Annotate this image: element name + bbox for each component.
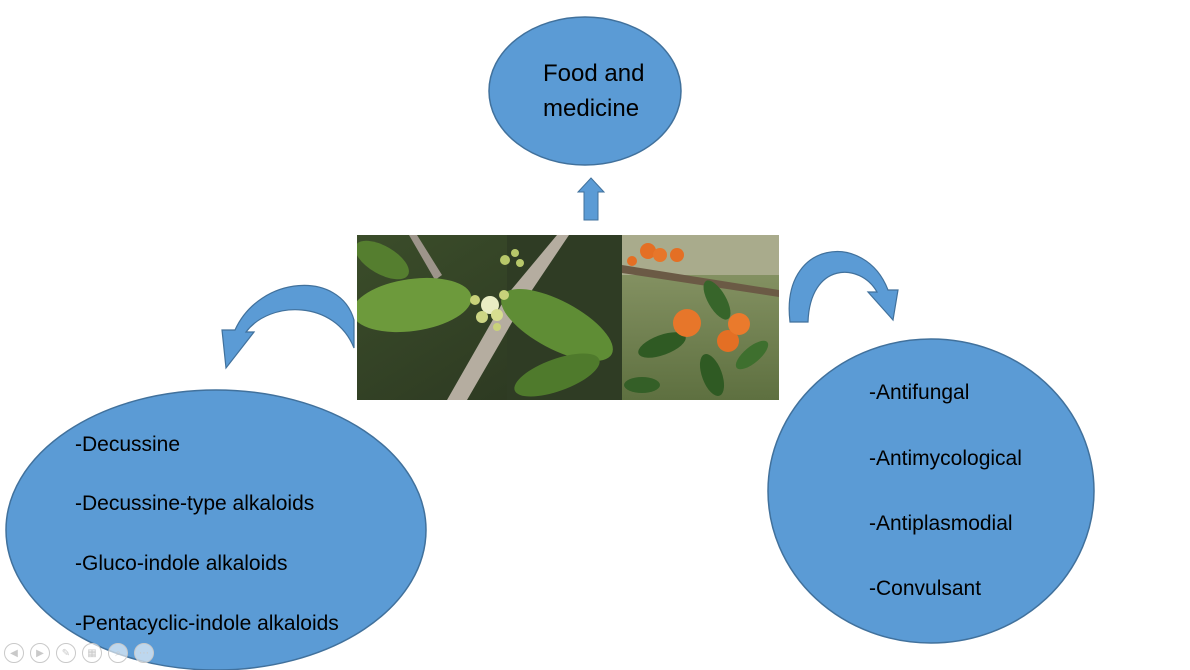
top-node-line-2: medicine — [543, 95, 640, 122]
right-curved-arrow — [788, 251, 899, 323]
next-icon[interactable]: ▶ — [30, 643, 50, 663]
top-node-line-1: Food and — [543, 60, 645, 87]
top-node-label: Food and medicine — [543, 56, 644, 126]
left-curved-arrow — [221, 285, 355, 370]
slides-icon[interactable]: ▦ — [82, 643, 102, 663]
left-node-item: -Decussine-type alkaloids — [75, 492, 315, 515]
right-node-item: -Antifungal — [869, 381, 970, 404]
left-node-ellipse — [5, 389, 427, 670]
zoom-icon[interactable]: ⌕ — [108, 643, 128, 663]
pen-icon[interactable]: ✎ — [56, 643, 76, 663]
right-node-ellipse — [767, 338, 1095, 644]
top-node-ellipse — [488, 16, 682, 166]
up-arrow — [576, 177, 606, 221]
right-node-item: -Antiplasmodial — [869, 512, 1013, 535]
left-node-item: -Pentacyclic-indole alkaloids — [75, 612, 339, 635]
plant-flower-photo — [357, 235, 622, 400]
right-node-item: -Convulsant — [869, 577, 982, 600]
right-node-item: -Antimycological — [869, 447, 1022, 470]
left-node-item: -Decussine — [75, 433, 181, 456]
more-icon[interactable]: ⋯ — [134, 643, 154, 663]
plant-fruit-photo — [622, 235, 779, 400]
left-node-item: -Gluco-indole alkaloids — [75, 552, 288, 575]
slideshow-toolbar: ◀ ▶ ✎ ▦ ⌕ ⋯ — [4, 643, 154, 667]
previous-icon[interactable]: ◀ — [4, 643, 24, 663]
